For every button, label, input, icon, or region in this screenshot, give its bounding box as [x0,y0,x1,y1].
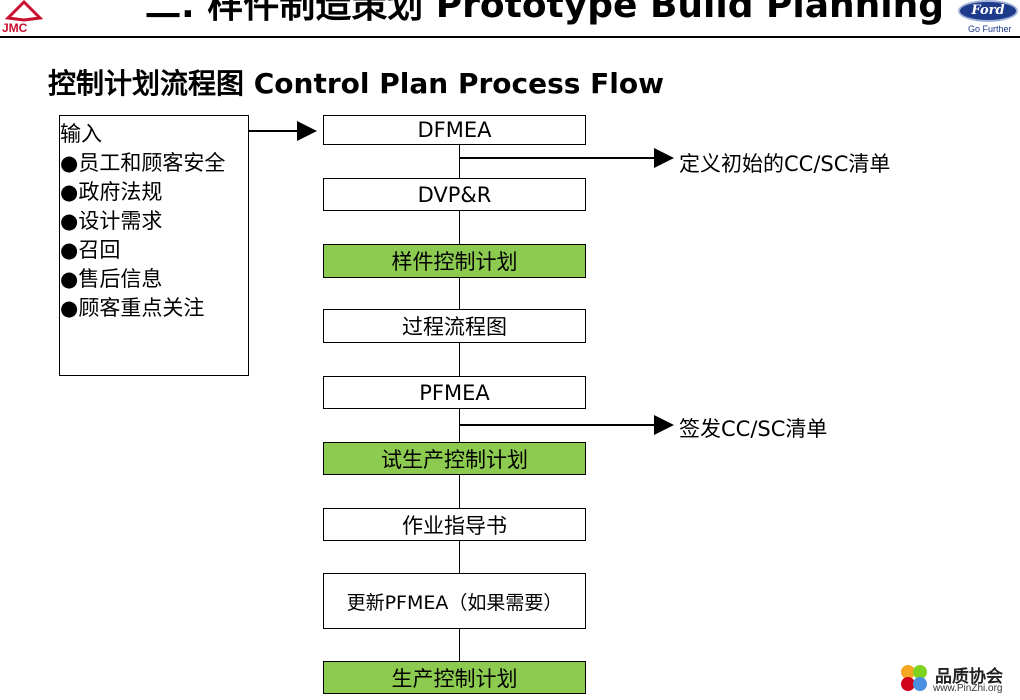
input-item: ●设计需求 [60,209,163,233]
inputs-heading: 输入 [60,122,102,146]
step-prelaunch-control-plan: 试生产控制计划 [323,442,586,475]
flow-connector [459,475,460,508]
input-item: ●顾客重点关注 [60,296,205,320]
step-process-flow-chart: 过程流程图 [323,309,586,343]
watermark-url: www.PinZhi.org [933,683,1003,694]
flow-connector [459,145,460,178]
flow-connector [459,629,460,661]
output-cc-sc-initial: 定义初始的CC/SC清单 [679,152,891,176]
flow-connector [459,278,460,309]
header-divider [0,36,1020,38]
input-item: ●员工和顾客安全 [60,151,226,175]
output-cc-sc-release: 签发CC/SC清单 [679,417,828,441]
step-pfmea: PFMEA [323,376,586,409]
input-item: ●召回 [60,238,121,262]
watermark-name: 品质协会 [935,667,1003,687]
step-dvpr: DVP&R [323,178,586,211]
flow-connector [459,409,460,442]
step-production-control-plan: 生产控制计划 [323,661,586,694]
step-dfmea: DFMEA [323,115,586,145]
flow-connector [459,541,460,573]
ford-logo: Ford [958,0,1018,22]
flow-connector [459,211,460,244]
section-title: 控制计划流程图 Control Plan Process Flow [48,67,665,100]
input-item: ●售后信息 [60,267,163,291]
input-item: ●政府法规 [60,180,163,204]
step-work-instructions: 作业指导书 [323,508,586,541]
jmc-logo-icon [4,0,44,22]
inputs-box: 输入 ●员工和顾客安全 ●政府法规 ●设计需求 ●召回 ●售后信息 ●顾客重点关… [59,115,249,376]
step-prototype-control-plan: 样件控制计划 [323,244,586,278]
jmc-logo-text: JMC [2,21,28,35]
step-update-pfmea: 更新PFMEA（如果需要） [323,573,586,629]
pinzhi-logo-icon [901,665,927,691]
ford-tagline: Go Further [968,24,1012,34]
page-title: 二. 样件制造策划 Prototype Build Planning [145,0,945,26]
flow-connector [459,343,460,376]
